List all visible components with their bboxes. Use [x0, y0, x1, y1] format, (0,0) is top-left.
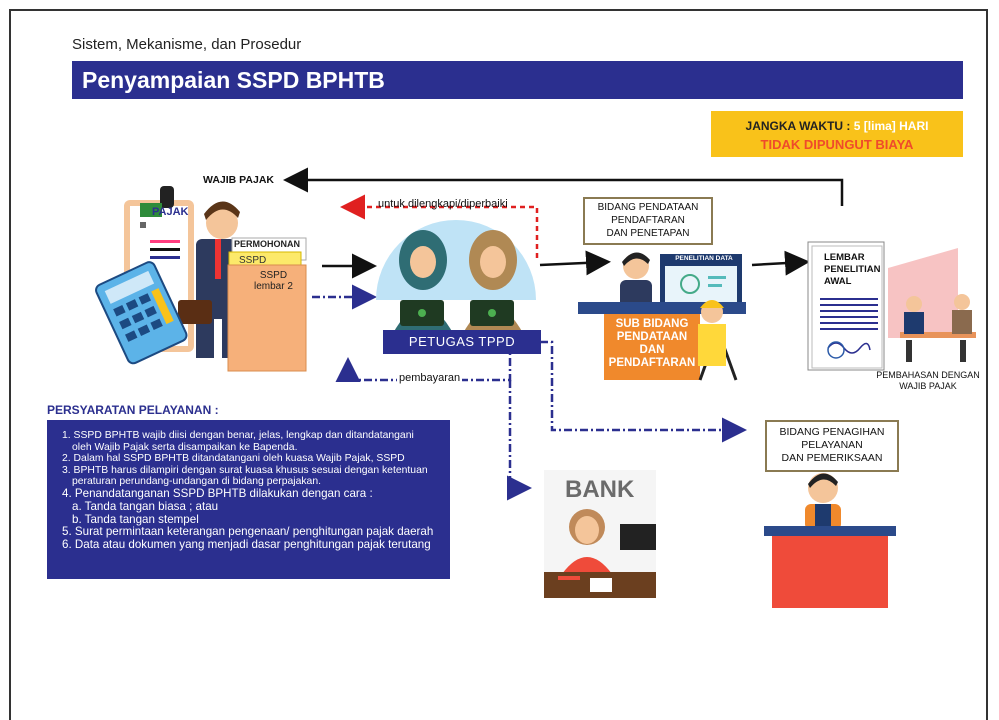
bank-label: BANK: [565, 476, 635, 503]
bidang-penagihan-line3: DAN PEMERIKSAAN: [781, 452, 883, 464]
sub-bidang-desk: SUB BIDANG PENDATAAN DAN PENDAFTARAN: [604, 318, 700, 370]
requirement-item: 2. Dalam hal SSPD BPHTB ditandatangani o…: [62, 453, 405, 465]
pembahasan-line1: PEMBAHASAN DENGAN: [876, 370, 980, 380]
return-to-taxpayer-arrow: [283, 167, 844, 206]
bidang-pendataan-line1: BIDANG PENDATAAN: [597, 202, 699, 213]
payment-label: pembayaran: [397, 372, 463, 384]
discussion-illustration: [888, 248, 976, 362]
pembahasan-label: PEMBAHASAN DENGAN WAJIB PAJAK: [864, 370, 992, 392]
fee-note: TIDAK DIPUNGUT BIAYA: [760, 137, 914, 152]
bidang-pendataan-line2: PENDAFTARAN: [611, 215, 685, 226]
desk-line4: PENDAFTARAN: [608, 357, 696, 369]
time-badge: JANGKA WAKTU : 5 [lima] HARI TIDAK DIPUN…: [711, 111, 963, 157]
bidang-penagihan-box: BIDANG PENAGIHAN PELAYANAN DAN PEMERIKSA…: [765, 420, 899, 472]
doc-permohonan: PERMOHONAN: [234, 239, 301, 249]
time-value: 5 [lima] HARI: [853, 119, 929, 133]
desk-line2: PENDATAAN: [616, 331, 688, 343]
pendataan-illustration: [578, 252, 746, 381]
requirement-item: 5. Surat permintaan keterangan pengenaan…: [62, 525, 434, 539]
requirement-item: 6. Data atau dokumen yang menjadi dasar …: [62, 538, 431, 552]
bidang-pendataan-box: BIDANG PENDATAAN PENDAFTARAN DAN PENETAP…: [583, 197, 713, 245]
officer-label: PETUGAS TPPD: [383, 330, 541, 354]
bank-illustration: [544, 470, 656, 598]
lembar-line3: AWAL: [824, 276, 852, 287]
requirement-item: 4. Penandatanganan SSPD BPHTB dilakukan …: [62, 486, 373, 500]
doc-sspd-lembar2-line2: lembar 2: [254, 281, 293, 292]
doc-sspd-lembar2: SSPD lembar 2: [254, 270, 293, 292]
correction-label: untuk dilengkapi/diperbaiki: [378, 198, 508, 210]
doc-sspd: SSPD: [239, 255, 267, 266]
requirement-item: peraturan perundang-undangan di bidang p…: [72, 476, 321, 488]
taxpayer-label: WAJIB PAJAK: [203, 174, 274, 186]
requirement-item: b. Tanda tangan stempel: [72, 512, 199, 526]
screen-label: PENELITIAN DATA: [675, 255, 733, 262]
requirements-title: PERSYARATAN PELAYANAN :: [47, 403, 219, 417]
time-label: JANGKA WAKTU: [745, 119, 844, 133]
requirement-item: oleh Wajib Pajak serta disampaikan ke Ba…: [72, 441, 298, 453]
page-subtitle: Sistem, Mekanisme, dan Prosedur: [72, 36, 302, 53]
lembar-line1: LEMBAR: [824, 252, 865, 263]
requirement-item: 3. BPHTB harus dilampiri dengan surat ku…: [62, 464, 428, 476]
pembahasan-line2: WAJIB PAJAK: [899, 381, 957, 391]
time-separator: :: [843, 119, 854, 133]
to-penagihan-arrow: [540, 340, 747, 443]
bidang-penagihan-line1: BIDANG PENAGIHAN: [779, 426, 885, 438]
time-badge-line: JANGKA WAKTU : 5 [lima] HARI: [711, 119, 963, 133]
to-pendataan-arrow: [539, 250, 611, 276]
to-bank-arrow: [507, 380, 532, 501]
officers-illustration: [376, 220, 536, 335]
lembar-label: LEMBAR PENELITIAN AWAL: [824, 252, 880, 288]
taxpayer-illustration: [95, 186, 307, 372]
penagihan-illustration: [764, 473, 896, 608]
desk-line3: DAN: [639, 344, 665, 356]
bidang-penagihan-line2: PELAYANAN: [801, 439, 863, 451]
to-lembar-arrow: [751, 250, 810, 276]
page-title: Penyampaian SSPD BPHTB: [82, 67, 385, 93]
requirement-item: a. Tanda tangan biasa ; atau: [72, 499, 219, 513]
lembar-document: [807, 241, 885, 371]
requirement-item: 1. SSPD BPHTB wajib diisi dengan benar, …: [62, 430, 414, 441]
doc-sspd-lembar2-line1: SSPD: [259, 270, 288, 281]
clipboard-label: PAJAK: [152, 206, 189, 218]
desk-line1: SUB BIDANG: [615, 318, 689, 330]
requirements-panel: 1. SSPD BPHTB wajib diisi dengan benar, …: [47, 420, 450, 579]
lembar-line2: PENELITIAN: [824, 264, 881, 275]
bidang-pendataan-line3: DAN PENETAPAN: [606, 228, 690, 239]
title-bar: Penyampaian SSPD BPHTB: [72, 61, 963, 99]
